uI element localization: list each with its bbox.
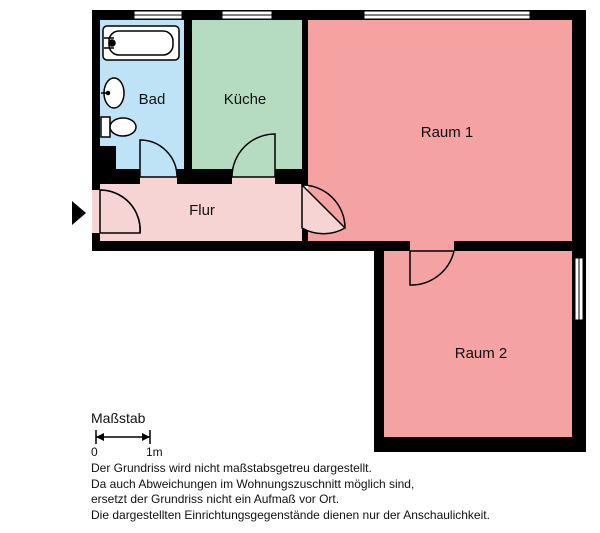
scale-start: 0 [91,445,98,459]
note-line-2: Da auch Abweichungen im Wohnungszuschnit… [91,476,415,491]
toilet-tank-icon [100,116,111,138]
windows [133,10,584,321]
room-label-bad: Bad [139,91,166,108]
door-gap-kueche [232,177,275,184]
note-line-1: Der Grundriss wird nicht maßstabsgetreu … [91,461,372,475]
scale-bar: Maßstab 0 1m [91,410,163,459]
room-raum1-area [308,20,572,241]
toilet-bowl-icon [109,117,137,137]
door-gap-raum2 [410,241,454,251]
door-gap-bad [140,177,177,184]
raum1-door [301,183,347,235]
scale-title: Maßstab [91,410,146,426]
disclaimer-notes: Der Grundriss wird nicht maßstabsgetreu … [91,461,591,523]
room-label-kueche: Küche [224,91,267,108]
doors [99,133,455,286]
raum2-door [409,250,455,286]
bad-door [139,139,178,178]
scale-end: 1m [146,445,163,459]
room-label-raum2: Raum 2 [455,345,508,362]
room-label-flur: Flur [189,202,215,219]
room-label-raum1: Raum 1 [421,124,474,141]
note-line-3: ersetzt der Grundriss nicht ein Aufmaß v… [91,492,340,506]
bathroom-fixtures [100,25,180,138]
kueche-door [231,133,276,178]
entrance-door-arc [99,189,141,234]
note-line-4: Die dargestellten Einrichtungsgegenständ… [91,507,490,522]
entrance-arrow-icon [72,201,86,225]
